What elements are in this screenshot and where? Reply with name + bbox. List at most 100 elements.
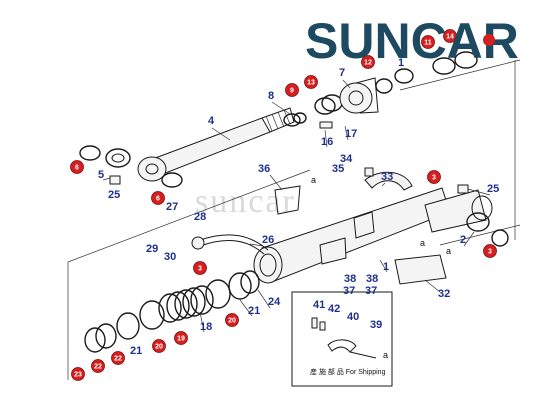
callout-badge-b3a: 3: [427, 170, 441, 184]
callout-label-la4: a: [383, 350, 388, 360]
badge-text-b12: 12: [364, 60, 372, 67]
callout-badge-b12: 12: [361, 55, 375, 69]
callout-label-l34: 34: [340, 153, 353, 165]
callout-label-l28: 28: [194, 211, 206, 223]
callout-label-l33: 33: [381, 171, 393, 183]
badge-text-b13: 13: [307, 80, 315, 87]
badge-text-b6a: 6: [75, 165, 79, 172]
callout-label-l17: 17: [345, 128, 357, 140]
badge-circle-b12: [361, 55, 375, 69]
callout-label-la2: a: [420, 238, 425, 248]
badge-circle-b3c: [193, 261, 207, 275]
badge-circle-b20b: [152, 339, 166, 353]
leader-line: [467, 188, 491, 196]
callout-label-l27: 27: [166, 201, 178, 213]
callout-badge-b11: 11: [421, 35, 435, 49]
leader-line: [271, 101, 291, 115]
leader-line: [249, 243, 264, 247]
callout-label-l36: 36: [258, 163, 270, 175]
callout-label-l39: 39: [370, 319, 382, 331]
badge-circle-b22a: [91, 359, 105, 373]
callout-badge-b9: 9: [285, 83, 299, 97]
badge-text-b23: 23: [74, 372, 82, 379]
callout-label-l4: 4: [208, 115, 215, 127]
leader-line: [324, 129, 328, 148]
callout-label-l21b: 21: [130, 345, 142, 357]
callout-badge-b3c: 3: [193, 261, 207, 275]
callout-label-l38a: 38: [344, 273, 356, 285]
badge-circle-b6a: [70, 160, 84, 174]
callout-label-l37a: 37: [343, 285, 355, 297]
seal-kit-stack: [84, 270, 260, 353]
badge-text-b3c: 3: [198, 266, 202, 273]
cylinder-tube: [253, 187, 509, 284]
callout-badge-b22a: 22: [91, 359, 105, 373]
badge-text-b20b: 20: [155, 344, 163, 351]
leader-line: [344, 125, 349, 141]
badge-text-b6b: 6: [156, 196, 160, 203]
leader-line: [199, 311, 205, 333]
leader-line: [257, 289, 271, 309]
badge-text-b9: 9: [290, 88, 294, 95]
callout-label-l40: 40: [347, 311, 359, 323]
badge-text-b19: 19: [177, 336, 185, 343]
callout-label-la3: a: [446, 246, 451, 256]
badge-circle-b6b: [151, 191, 165, 205]
leader-line: [424, 279, 441, 293]
callout-label-l25b: 25: [487, 183, 499, 195]
badge-circle-b13: [304, 75, 318, 89]
callout-badge-b6a: 6: [70, 160, 84, 174]
badge-text-b11: 11: [424, 40, 432, 47]
leader-line: [269, 174, 283, 191]
leader-line: [379, 259, 388, 273]
badge-text-b3a: 3: [432, 175, 436, 182]
logo-dot-icon: [483, 34, 495, 46]
leader-lines: [102, 79, 491, 333]
callout-label-l16: 16: [321, 136, 333, 148]
callout-label-l8: 8: [268, 90, 274, 102]
callout-label-l30: 30: [164, 251, 176, 263]
callout-label-l42: 42: [328, 303, 340, 315]
callout-label-l21a: 21: [248, 305, 260, 317]
callout-label-l25a: 25: [108, 189, 120, 201]
leader-line: [381, 182, 386, 187]
badge-circle-b3b: [483, 244, 497, 258]
badge-text-b14: 14: [446, 34, 454, 41]
callout-label-l2: 2: [460, 234, 466, 246]
clamp-parts: [364, 167, 469, 285]
leader-line: [211, 127, 231, 141]
badge-circle-b11: [421, 35, 435, 49]
callout-label-l37b: 37: [365, 285, 377, 297]
callout-label-l1: 1: [383, 261, 389, 273]
badge-circle-b23: [71, 367, 85, 381]
badge-circle-b22b: [111, 351, 125, 365]
badge-circle-b20a: [225, 313, 239, 327]
leader-line: [342, 79, 351, 89]
callout-badge-b23: 23: [71, 367, 85, 381]
shipping-inset: 産 施 部 品 For Shipping: [291, 291, 393, 387]
shipping-caption: 産 施 部 品 For Shipping: [310, 367, 386, 376]
callout-label-l26: 26: [262, 234, 274, 246]
callout-badge-b19: 19: [174, 331, 188, 345]
badge-circle-b3a: [427, 170, 441, 184]
callout-badge-b14: 14: [443, 29, 457, 43]
callout-label-l41: 41: [313, 299, 325, 311]
callout-badge-b22b: 22: [111, 351, 125, 365]
badge-circle-b19: [174, 331, 188, 345]
badge-circle-b14: [443, 29, 457, 43]
badge-text-b22b: 22: [114, 356, 122, 363]
callout-label-l5: 5: [98, 169, 104, 181]
callout-badge-b6b: 6: [151, 191, 165, 205]
callout-label-l1b: 1: [398, 57, 404, 69]
badge-text-b20a: 20: [228, 318, 236, 325]
callout-label-l38b: 38: [366, 273, 378, 285]
callout-badge-b20a: 20: [225, 313, 239, 327]
callout-label-l18: 18: [200, 321, 212, 333]
callout-badge-b20b: 20: [152, 339, 166, 353]
leader-line: [239, 299, 253, 317]
callout-badge-b13: 13: [304, 75, 318, 89]
reference-lines: [67, 59, 521, 380]
